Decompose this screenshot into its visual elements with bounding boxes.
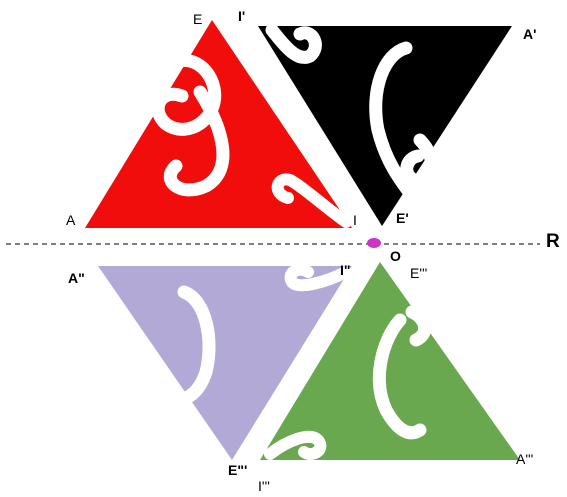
label-i-triple: I''' — [258, 478, 270, 494]
label-a-triple: A''' — [516, 451, 533, 467]
label-e-double: E"' — [228, 462, 247, 478]
label-a: A — [66, 212, 75, 228]
label-e-triple: E''' — [410, 265, 427, 281]
label-r: R — [546, 232, 560, 252]
label-o: O — [390, 248, 401, 264]
label-e: E — [193, 11, 202, 27]
label-i-prime: I' — [238, 8, 245, 24]
label-a-double: A" — [68, 270, 85, 286]
label-i: I — [353, 212, 357, 228]
label-i-double: I" — [340, 262, 351, 278]
label-e-prime: E' — [396, 210, 409, 226]
label-a-prime: A' — [523, 26, 536, 42]
point-o — [367, 238, 381, 248]
